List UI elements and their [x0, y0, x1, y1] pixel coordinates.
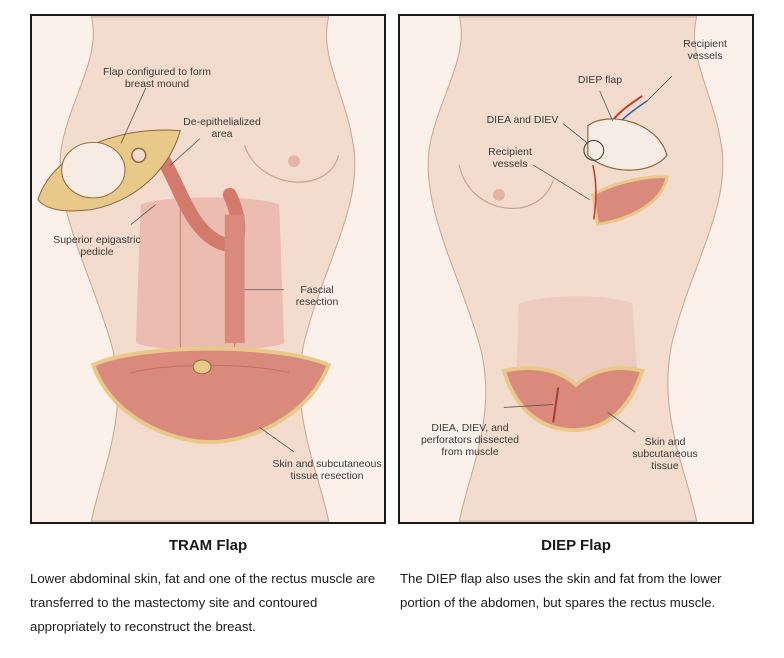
tram-torso-illustration — [32, 16, 384, 522]
label-skin-subcutaneous-tissue: Skin and subcutaneous tissue — [625, 436, 705, 472]
label-diep-flap: DIEP flap — [570, 74, 630, 86]
label-perforators-dissected: DIEA, DIEV, and perforators dissected fr… — [415, 422, 525, 458]
diep-description: The DIEP flap also uses the skin and fat… — [400, 567, 740, 615]
label-flap-mound: Flap configured to form breast mound — [102, 66, 212, 90]
diep-title: DIEP Flap — [398, 537, 754, 554]
label-superior-epigastric-pedicle: Superior epigastric pedicle — [42, 234, 152, 258]
label-skin-tissue-resection: Skin and subcutaneous tissue resection — [272, 458, 382, 482]
label-recipient-vessels-top: Recipient vessels — [670, 38, 740, 62]
label-deepithelialized: De-epithelialized area — [177, 116, 267, 140]
diep-illustration-panel: Recipient vessels DIEP flap DIEA and DIE… — [398, 14, 754, 524]
label-recipient-vessels-mid: Recipient vessels — [475, 146, 545, 170]
tram-description: Lower abdominal skin, fat and one of the… — [30, 567, 390, 639]
label-diea-and-diev: DIEA and DIEV — [475, 114, 570, 126]
tram-illustration-panel: Flap configured to form breast mound De-… — [30, 14, 386, 524]
label-fascial-resection: Fascial resection — [282, 284, 352, 308]
tram-title: TRAM Flap — [30, 537, 386, 554]
